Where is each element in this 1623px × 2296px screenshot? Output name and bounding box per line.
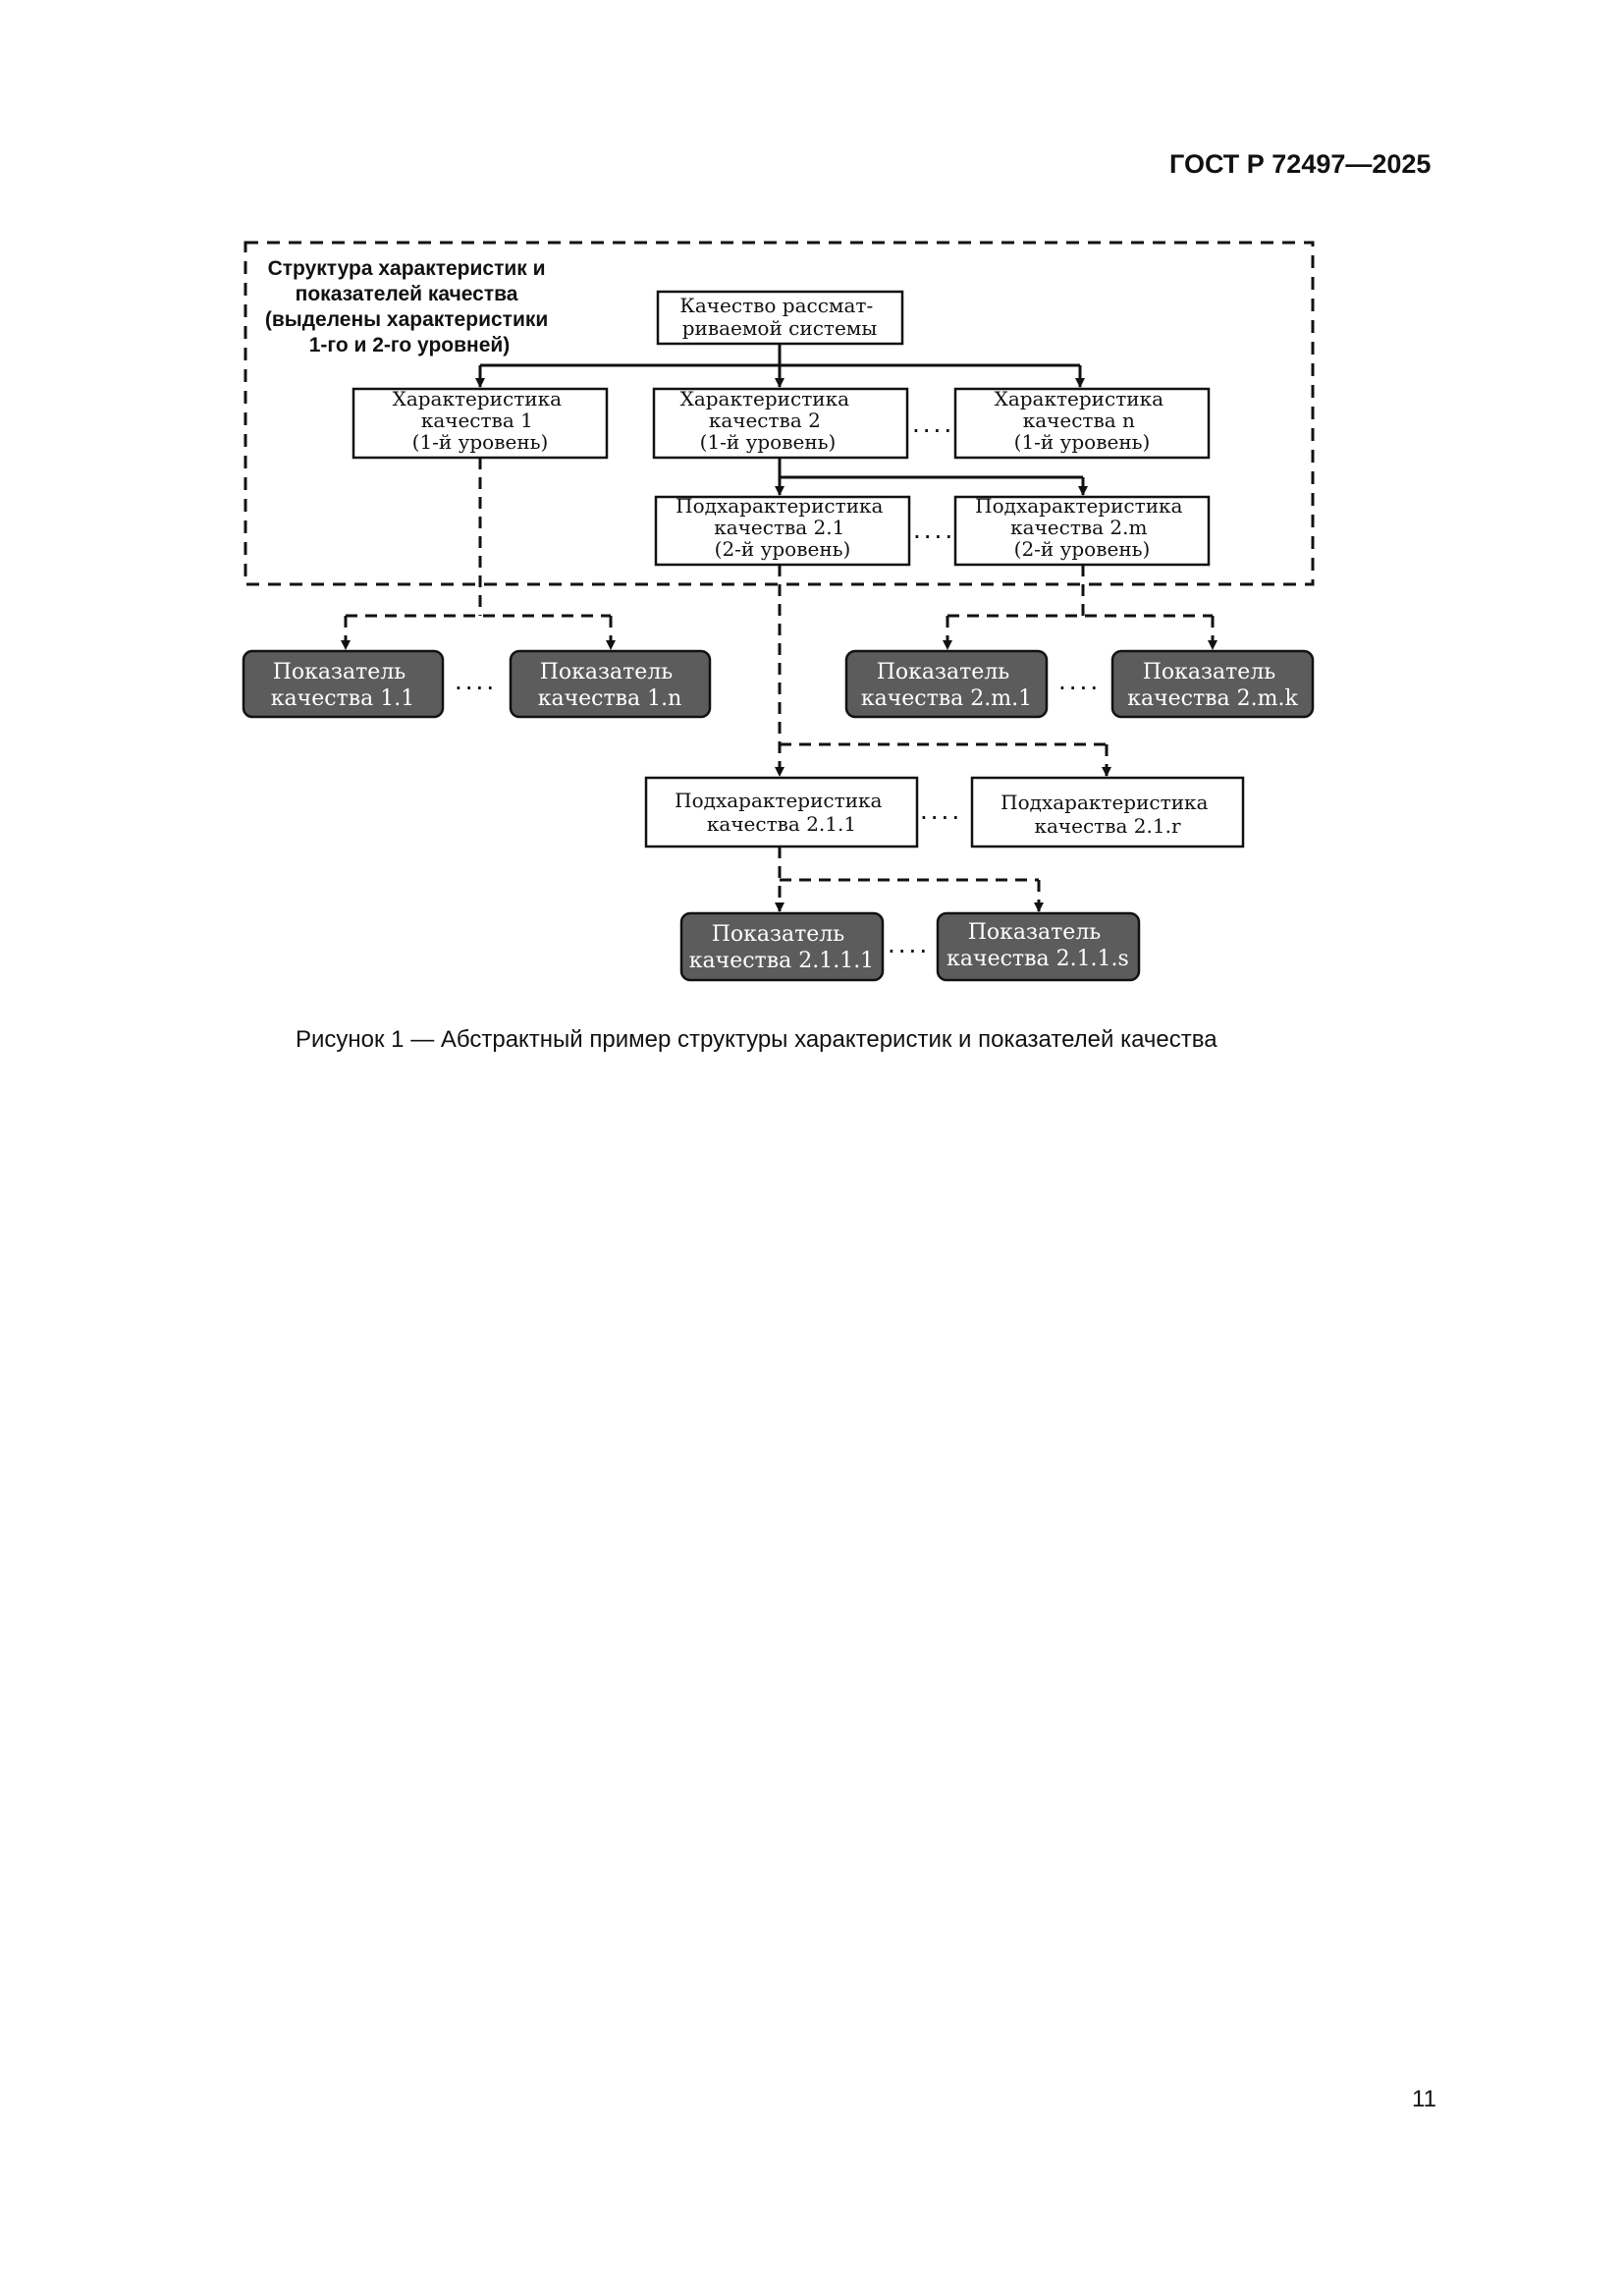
svg-text:Характеристика качества: Характеристика качества 2 (1-й уровень) [680,387,856,454]
svg-text:Качество рассмат- риваем: Качество рассмат- риваемой системы [679,294,879,340]
dashed-connectors [341,458,1217,912]
svg-text:Показатель качества 1.n: Показатель качества 1.n [538,660,682,711]
figure-caption: Рисунок 1 — Абстрактный пример структуры… [296,1026,1217,1053]
ellipsis: .... [912,408,954,438]
ellipsis: .... [888,928,930,958]
svg-text:Показатель качества 2.m.: Показатель качества 2.m.1 [861,660,1032,711]
region-label: Структура характеристик и показателей ка… [265,257,554,356]
subcharacteristic-2-1-r-box: Подхарактеристика качества 2.1.r [970,776,1245,848]
page-number: 11 [1412,2086,1436,2112]
indicator-2-1-1-s-box: Показатель качества 2.1.1.s [936,911,1141,982]
svg-text:Показатель качества 2.1.: Показатель качества 2.1.1.s [947,920,1129,971]
characteristic-1-box: Характеристика качества 1 (1-й уровень) [352,387,609,460]
indicator-2-m-1-box: Показатель качества 2.m.1 [844,649,1049,719]
svg-text:Характеристика качества: Характеристика качества 1 (1-й уровень) [393,387,568,454]
svg-text:Подхарактеристика качест: Подхарактеристика качества 2.1.r [1001,791,1215,838]
subcharacteristic-2-m-box: Подхарактеристика качества 2.m (2-й уров… [953,494,1211,567]
indicator-1-n-box: Показатель качества 1.n [509,649,712,719]
document-id: ГОСТ Р 72497—2025 [1169,149,1432,179]
svg-text:Подхарактеристика качест: Подхарактеристика качества 2.1.1 [675,789,889,836]
svg-text:Показатель качества 2.1.: Показатель качества 2.1.1.1 [689,922,874,973]
characteristic-n-box: Характеристика качества n (1-й уровень) [953,387,1211,460]
indicator-1-1-box: Показатель качества 1.1 [242,649,445,719]
ellipsis: .... [913,514,955,544]
svg-text:Подхарактеристика качест: Подхарактеристика качества 2.1 (2-й уров… [676,494,890,561]
ellipsis: .... [920,794,962,825]
subcharacteristic-2-1-box: Подхарактеристика качества 2.1 (2-й уров… [654,494,911,567]
quality-structure-diagram: Структура характеристик и показателей ка… [242,241,1315,982]
ellipsis: .... [455,665,497,695]
indicator-2-m-k-box: Показатель качества 2.m.k [1110,649,1315,719]
indicator-2-1-1-1-box: Показатель качества 2.1.1.1 [679,911,885,982]
svg-text:Характеристика качества: Характеристика качества n (1-й уровень) [995,387,1170,454]
root-quality-box: Качество рассмат- риваемой системы [656,290,904,346]
characteristic-2-box: Характеристика качества 2 (1-й уровень) [652,387,909,460]
svg-text:Подхарактеристика качест: Подхарактеристика качества 2.m (2-й уров… [975,494,1189,561]
svg-text:Показатель качества 2.m.: Показатель качества 2.m.k [1127,660,1298,711]
subcharacteristic-2-1-1-box: Подхарактеристика качества 2.1.1 [644,776,919,848]
characteristics-region [243,241,1315,586]
svg-text:Показатель качества 1.1: Показатель качества 1.1 [271,660,414,711]
ellipsis: .... [1058,665,1101,695]
solid-connectors [475,344,1088,496]
